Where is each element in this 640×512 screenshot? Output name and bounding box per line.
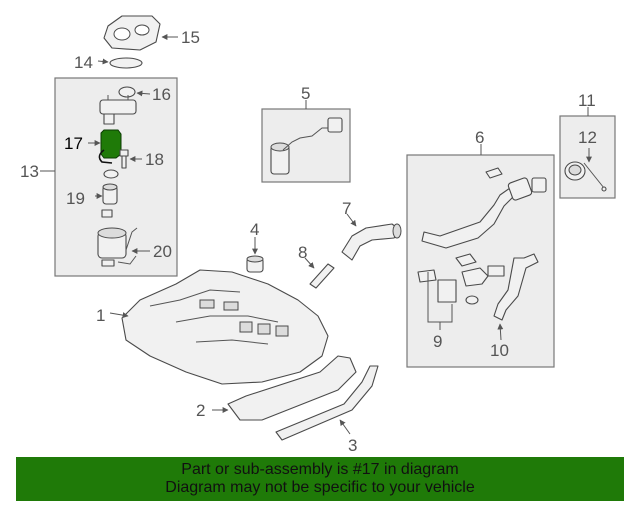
part-3-tank-strap[interactable] bbox=[275, 365, 379, 441]
callout-12[interactable]: 12 bbox=[578, 128, 597, 147]
info-banner: Part or sub-assembly is #17 in diagram D… bbox=[16, 457, 624, 501]
part-7-filler-hose[interactable] bbox=[341, 223, 402, 261]
part-5-fuel-vent-assembly[interactable] bbox=[270, 117, 343, 175]
callout-9[interactable]: 9 bbox=[433, 332, 442, 351]
banner-line-disclaimer: Diagram may not be specific to your vehi… bbox=[165, 479, 475, 496]
callout-18[interactable]: 18 bbox=[145, 150, 164, 169]
part-6-filler-neck-assembly[interactable] bbox=[417, 167, 547, 323]
part-ring bbox=[103, 169, 119, 179]
parts-diagram: 1 2 3 4 5 6 7 8 9 10 11 12 13 14 15 16 1… bbox=[20, 15, 616, 455]
part-18-bolt[interactable] bbox=[119, 149, 129, 169]
callout-13[interactable]: 13 bbox=[20, 162, 39, 181]
part-1-fuel-tank[interactable] bbox=[121, 269, 329, 385]
callout-20[interactable]: 20 bbox=[153, 242, 172, 261]
part-4-fitting[interactable] bbox=[246, 255, 264, 273]
callout-7[interactable]: 7 bbox=[342, 199, 351, 218]
part-8-pipe[interactable] bbox=[309, 263, 335, 289]
callout-11[interactable]: 11 bbox=[578, 91, 596, 110]
callout-14[interactable]: 14 bbox=[74, 53, 93, 72]
part-clip bbox=[101, 209, 113, 218]
callout-3[interactable]: 3 bbox=[348, 436, 357, 455]
callout-6[interactable]: 6 bbox=[475, 128, 484, 147]
part-19-filter[interactable] bbox=[102, 183, 118, 205]
part-14-gasket[interactable] bbox=[109, 57, 143, 69]
callout-17[interactable]: 17 bbox=[64, 134, 83, 153]
callout-1[interactable]: 1 bbox=[96, 306, 105, 325]
part-15-cover-plate[interactable] bbox=[103, 15, 161, 51]
callout-10[interactable]: 10 bbox=[490, 341, 509, 360]
callout-15[interactable]: 15 bbox=[181, 28, 200, 47]
callout-2[interactable]: 2 bbox=[196, 401, 205, 420]
banner-line-part: Part or sub-assembly is #17 in diagram bbox=[181, 461, 459, 478]
callout-4[interactable]: 4 bbox=[250, 220, 259, 239]
part-20-fuel-pump[interactable] bbox=[97, 227, 138, 267]
part-2-tank-strap[interactable] bbox=[227, 355, 357, 421]
callout-16[interactable]: 16 bbox=[152, 85, 171, 104]
part-12-fuel-cap[interactable] bbox=[564, 161, 607, 192]
part-16-seal[interactable] bbox=[118, 86, 136, 98]
fuel-pump-module-top bbox=[99, 95, 137, 125]
callout-5[interactable]: 5 bbox=[301, 84, 310, 103]
callout-8[interactable]: 8 bbox=[298, 243, 307, 262]
callout-19[interactable]: 19 bbox=[66, 189, 85, 208]
